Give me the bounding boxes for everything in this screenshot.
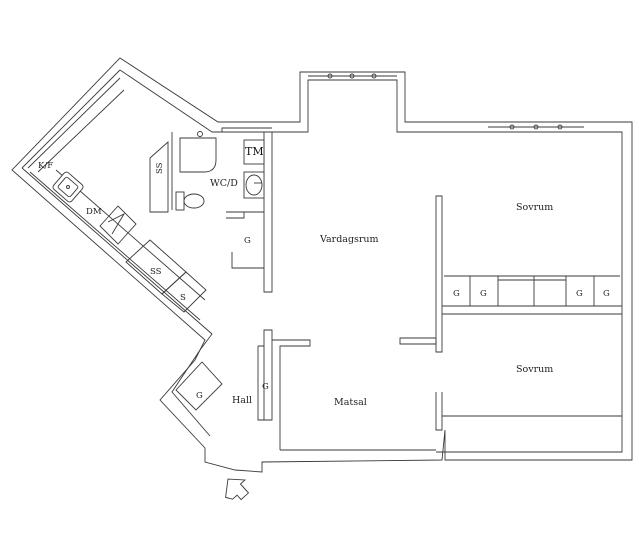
label-wardrobe-2: G bbox=[480, 289, 487, 299]
entrance-arrow-icon bbox=[225, 478, 250, 501]
label-cabinet-ss-upper: SS bbox=[155, 162, 165, 174]
label-wardrobe-1: G bbox=[453, 289, 460, 299]
label-bedroom-top: Sovrum bbox=[516, 202, 553, 213]
outer-wall bbox=[11, 57, 633, 473]
cabinet-s-icon bbox=[161, 271, 207, 313]
sink-icon bbox=[52, 171, 84, 203]
label-dishwasher: DM bbox=[86, 207, 102, 217]
interior-walls bbox=[171, 127, 622, 450]
label-bathroom: WC/D bbox=[210, 178, 238, 189]
label-bath-closet: G bbox=[244, 236, 251, 246]
label-hall: Hall bbox=[232, 395, 252, 406]
shower-icon bbox=[179, 131, 217, 173]
label-hall-closet-right: G bbox=[262, 382, 269, 392]
label-cabinet-s: S bbox=[180, 293, 186, 303]
label-bedroom-bottom: Sovrum bbox=[516, 364, 553, 375]
kitchen-counter bbox=[27, 77, 206, 321]
label-wardrobe-3: G bbox=[576, 289, 583, 299]
dishwasher-icon bbox=[99, 205, 137, 245]
label-wardrobe-4: G bbox=[603, 289, 610, 299]
bay-window bbox=[308, 73, 397, 79]
label-kitchen-sink: K/F bbox=[38, 161, 53, 171]
washbasin-icon bbox=[243, 171, 265, 199]
washing-machine-box bbox=[243, 139, 265, 165]
bedroom-window bbox=[488, 124, 584, 130]
toilet-icon bbox=[175, 191, 205, 211]
label-cabinet-ss-lower: SS bbox=[150, 267, 162, 277]
label-hall-closet-left: G bbox=[196, 391, 203, 401]
label-washing-machine: TM bbox=[245, 145, 264, 158]
label-living-room: Vardagsrum bbox=[319, 234, 379, 245]
label-dining: Matsal bbox=[334, 397, 367, 408]
